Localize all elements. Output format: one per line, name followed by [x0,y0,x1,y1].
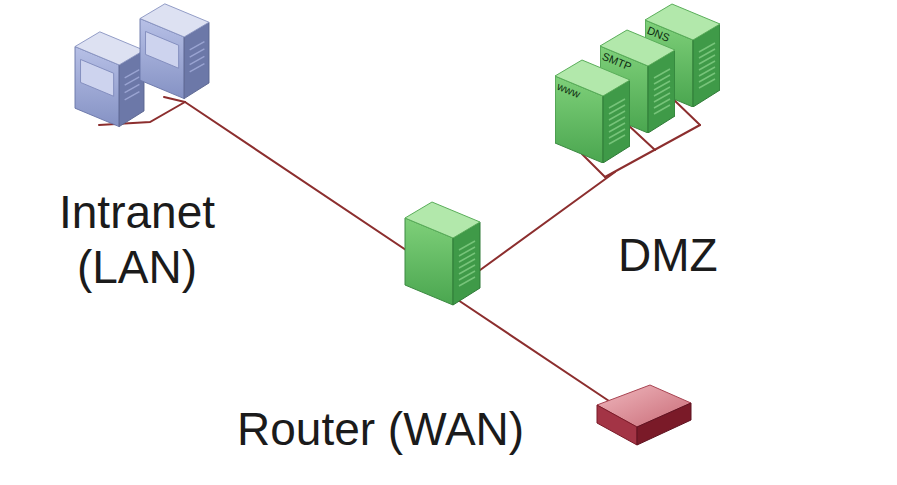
router-icon [595,383,695,453]
lan-trunk-wire [185,102,415,256]
network-zone: Intranet (LAN) [0,0,300,310]
zone-label: DMZ [618,228,748,283]
router-label: Router (WAN) [237,402,524,457]
server-icon [555,58,630,163]
server-shape [645,4,720,107]
dmz-trunk-wire [476,172,615,273]
wan-wire [455,298,615,405]
lan-server [140,4,209,99]
zone-outline [2,0,292,168]
network-zone: DMZwwwSMTPDNS [500,0,800,290]
lan-server [75,32,144,127]
router-node: Router (WAN) [230,380,700,470]
server-node: www [555,58,630,163]
server-shape [555,60,630,163]
server-shape [600,30,675,133]
zone-label: Intranet (LAN) [22,185,252,295]
firewall-server [405,202,480,305]
